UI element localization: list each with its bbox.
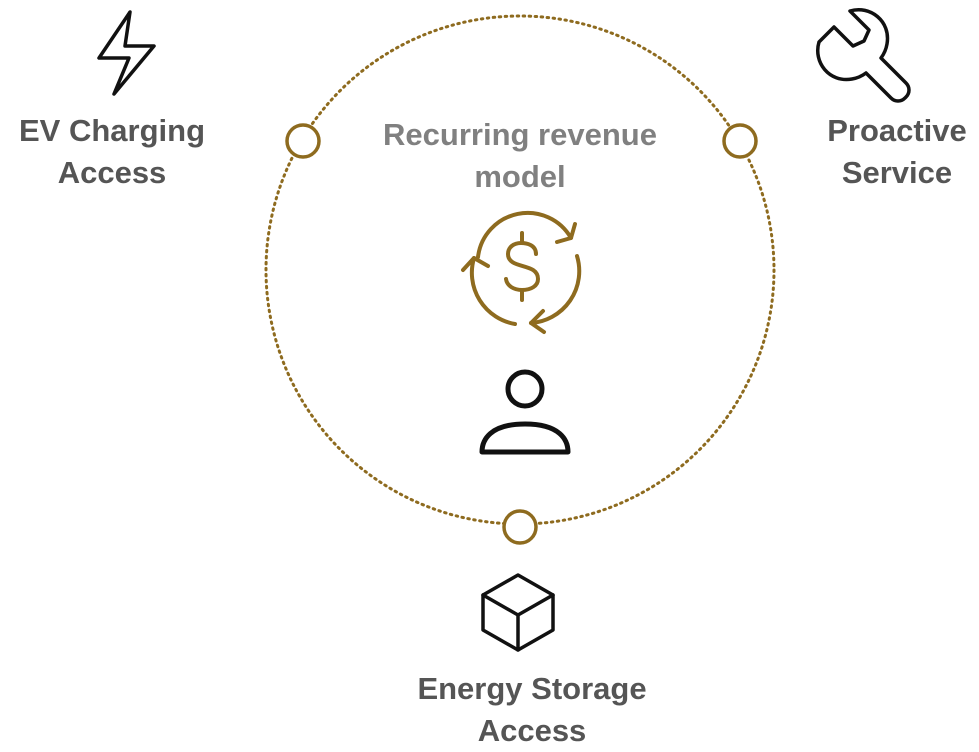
cube-icon (481, 573, 555, 652)
label-proactive-line1: Proactive (827, 113, 967, 148)
label-storage-line1: Energy Storage (417, 671, 647, 706)
ring-node-storage (502, 509, 538, 545)
wrench-icon (816, 8, 911, 103)
label-ev-line1: EV Charging (18, 113, 205, 148)
label-ev-charging-access: EV Charging Access (0, 110, 224, 194)
center-title-line2: model (474, 158, 566, 194)
lightning-bolt-icon (97, 10, 156, 96)
user-icon (479, 369, 571, 455)
label-storage-line2: Access (477, 712, 587, 748)
ring-node-ev (285, 123, 321, 159)
center-title-line1: Recurring revenue (383, 117, 657, 152)
label-proactive-service: Proactive Service (815, 110, 979, 194)
center-title: Recurring revenue model (340, 114, 700, 198)
ring-node-proactive (722, 123, 758, 159)
dotted-ring (264, 14, 776, 526)
label-proactive-line2: Service (841, 154, 953, 190)
label-ev-line2: Access (57, 154, 167, 190)
label-energy-storage-access: Energy Storage Access (382, 668, 682, 752)
recurring-dollar-icon (461, 210, 582, 334)
